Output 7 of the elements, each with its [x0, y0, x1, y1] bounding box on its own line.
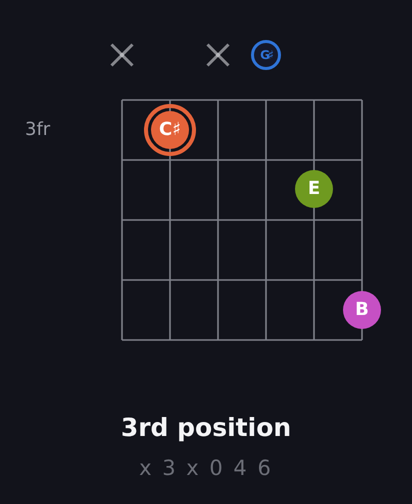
- open-note-ring: G♯: [251, 40, 281, 70]
- fret-number-label: 3fr: [25, 119, 50, 141]
- note-marker: E: [295, 170, 333, 208]
- note-marker: B: [343, 291, 381, 329]
- fingering-text: x 3 x 0 4 6: [139, 455, 273, 481]
- chord-title: 3rd position: [120, 412, 292, 444]
- root-note-marker: C♯: [144, 104, 196, 156]
